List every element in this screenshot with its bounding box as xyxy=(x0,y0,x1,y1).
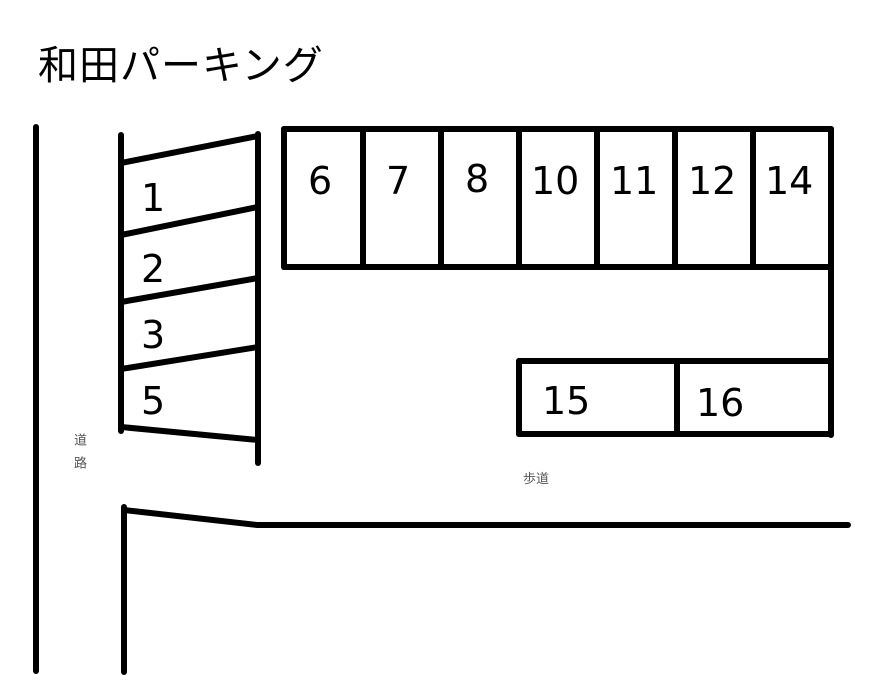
space-label: 6 xyxy=(308,159,333,203)
space-label: 10 xyxy=(531,159,580,203)
space-label: 16 xyxy=(696,381,745,425)
space-label: 7 xyxy=(386,159,411,203)
space-label: 15 xyxy=(542,379,591,423)
space-label: 3 xyxy=(141,313,166,357)
road-label: 道路 xyxy=(71,433,86,479)
space-label: 5 xyxy=(141,379,166,423)
angled-divider xyxy=(118,424,261,443)
angled-divider xyxy=(118,204,261,238)
space-label: 1 xyxy=(141,176,166,220)
angled-divider xyxy=(118,275,261,305)
space-label: 14 xyxy=(765,159,814,203)
space-label: 8 xyxy=(465,157,490,201)
space-label: 12 xyxy=(688,159,737,203)
space-label: 11 xyxy=(610,159,659,203)
sidewalk-label: 歩道 xyxy=(523,472,550,487)
angled-divider xyxy=(118,344,261,372)
page-title: 和田パーキング xyxy=(38,43,324,89)
angled-divider xyxy=(118,133,261,166)
space-label: 2 xyxy=(141,247,166,291)
sidewalk-edge xyxy=(121,507,851,528)
